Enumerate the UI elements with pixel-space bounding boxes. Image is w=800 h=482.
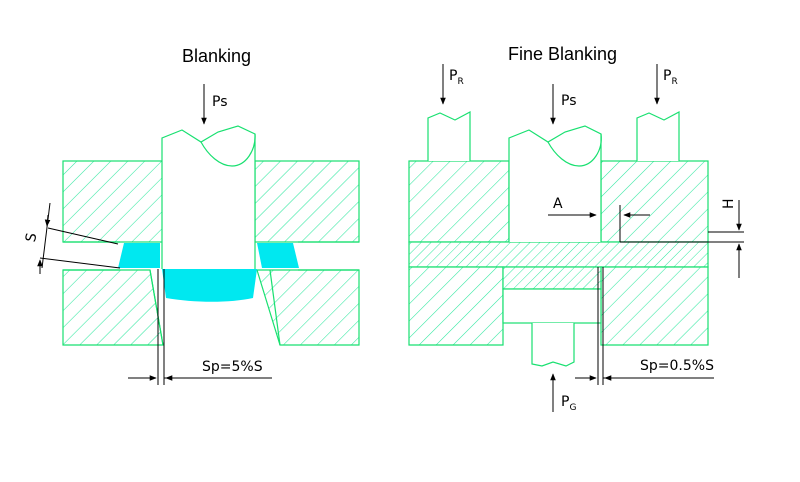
clearance-dimension-fine: [575, 267, 714, 385]
dimension-h: [708, 200, 744, 278]
fine-blanking-title: Fine Blanking: [508, 44, 617, 64]
counter-punch: [531, 323, 575, 367]
counter-force-label: PG: [561, 394, 576, 413]
punch-top-detail: [200, 133, 256, 167]
thickness-dimension: [37, 202, 121, 274]
upper-right-stripper: [600, 160, 709, 243]
dimension-a-label: A: [553, 196, 563, 212]
die-edge-lines: [149, 269, 281, 346]
punch-force-label-fine: Ps: [561, 93, 577, 109]
upper-left-die: [62, 160, 164, 243]
upper-left-stripper: [408, 160, 510, 243]
stinger-force-label-left: PR: [449, 68, 464, 87]
sheet-strip: [408, 241, 709, 268]
sheet-right-section: [257, 243, 299, 268]
fine-blanking-panel: Fine Blanking PR PR Ps: [408, 44, 744, 413]
blanking-title: Blanking: [182, 46, 251, 66]
blank-slug: [162, 269, 257, 302]
ejector: [502, 288, 602, 324]
sheet-left-section: [118, 243, 160, 268]
stinger-post-left: [427, 111, 471, 161]
upper-right-die: [254, 160, 360, 243]
clearance-label-fine: Sp=0.5%S: [640, 358, 714, 374]
sheet-outline: [63, 241, 359, 271]
blank-part: [502, 266, 602, 290]
blanking-panel: Blanking Ps S: [23, 46, 360, 385]
punch-top-detail-fine: [547, 133, 602, 167]
punch: [161, 125, 256, 269]
dimension-a: [548, 205, 708, 243]
dimension-h-label: H: [721, 198, 737, 209]
clearance-dimension: [128, 269, 272, 385]
clearance-label: Sp=5%S: [202, 359, 263, 375]
punch-fine: [508, 125, 602, 242]
punch-force-label: Ps: [212, 94, 228, 110]
thickness-label: S: [23, 232, 40, 244]
stinger-post-right: [636, 111, 680, 161]
stinger-force-label-right: PR: [663, 68, 678, 87]
